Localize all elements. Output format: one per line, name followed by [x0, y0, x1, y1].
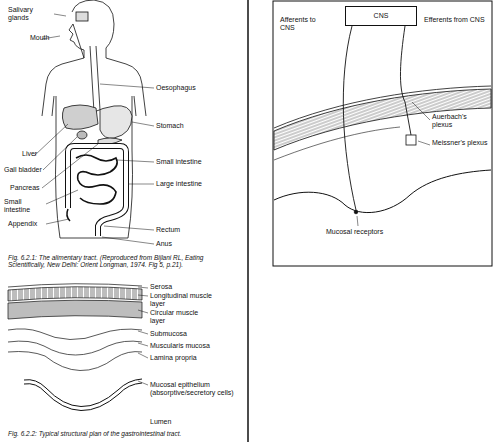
muscularis-line [8, 341, 142, 355]
leader-line [34, 14, 154, 244]
leader-line [138, 310, 148, 313]
leader-line [129, 184, 154, 185]
gall-bladder [77, 131, 87, 139]
meissner-plexus-box [406, 135, 416, 145]
receptor-dot [354, 210, 358, 214]
leader-line [418, 141, 430, 145]
leader-line [138, 353, 148, 358]
leader-line [357, 216, 358, 226]
small-intestine [76, 155, 117, 204]
leader-line [104, 226, 154, 230]
layer-label: Lumen [150, 418, 210, 426]
large-intestine [68, 146, 126, 236]
submucosa-line [274, 127, 400, 160]
organ-label: Oesophagus [156, 84, 216, 92]
muscle-band [274, 89, 491, 150]
leader-line [117, 160, 154, 162]
epithelium-line [24, 379, 142, 407]
layer-label: Submucosa [150, 330, 240, 338]
leader-line [138, 343, 148, 346]
innervation-figure [273, 1, 492, 266]
organ-label: Small intestine [4, 198, 48, 214]
leader-line [138, 287, 148, 385]
leader-line [102, 237, 154, 244]
submucosa-line [8, 329, 142, 340]
layer-label: Lamina propria [150, 354, 240, 362]
head-outline [69, 0, 114, 58]
organ-label: Large intestine [156, 180, 226, 188]
layer-label: Mucosal epithelium (absorptive/secretory… [150, 381, 242, 397]
leader-line [100, 84, 154, 88]
leader-line [34, 124, 68, 156]
leader-line [412, 102, 430, 120]
leader-line [138, 295, 148, 296]
organ-label: Salivary glands [8, 6, 54, 22]
salivary-gland [76, 12, 88, 21]
figure-caption: Fig. 6.2.1: The alimentary tract. (Repro… [8, 254, 242, 269]
leader-line [54, 14, 66, 16]
column-rule [247, 0, 249, 442]
layer-label: Muscularis mucosa [150, 342, 240, 350]
longitudinal-muscle [8, 287, 142, 301]
organ-label: Stomach [156, 122, 216, 130]
organ-label: Mouth [30, 34, 54, 42]
leader-line [138, 287, 148, 288]
leader-line [357, 102, 430, 226]
organ-label: Small intestine [156, 158, 226, 166]
pathway-label: Afferents to CNS [280, 16, 324, 32]
organ-label: Liver [22, 150, 50, 158]
leader-line [138, 331, 148, 334]
leader-line [43, 137, 77, 170]
large-intestine [68, 146, 126, 236]
circular-muscle [8, 300, 142, 319]
plexus-label: Meissner's plexus [432, 139, 488, 147]
alimentary-figure [34, 0, 154, 244]
torso-outline [42, 58, 146, 238]
plexus-label: Auerbach's plexus [432, 113, 488, 129]
figure-frame [273, 1, 492, 266]
box-label: CNS [374, 12, 389, 20]
efferent-fibre [400, 26, 411, 135]
leader-line [46, 219, 69, 224]
mucosa-line [274, 170, 491, 213]
lamina-line [8, 352, 142, 371]
layer-label: Longitudinal muscle layer [150, 292, 214, 308]
liver [62, 105, 98, 129]
pathway-label: Efferents from CNS [424, 16, 486, 24]
leader-line [138, 381, 148, 385]
organ-label: Rectum [156, 226, 206, 234]
wall-layers-figure [8, 284, 148, 411]
afferent-fibre [343, 26, 356, 210]
organ-label: Gall bladder [4, 166, 46, 174]
leader-line [42, 144, 98, 188]
process-box: CNS [345, 6, 417, 26]
organ-label: Anus [156, 240, 196, 248]
leader-line [132, 122, 154, 126]
layer-label: Serosa [150, 283, 240, 291]
oesophagus [90, 46, 100, 112]
layer-label: Circular muscle layer [150, 309, 214, 325]
stomach [94, 106, 132, 139]
figure-caption: Fig. 6.2.2: Typical structural plan of t… [8, 430, 244, 437]
leader-line [46, 190, 78, 204]
epithelium-line [24, 383, 142, 411]
receptor-label: Mucosal receptors [326, 228, 402, 236]
organ-label: Appendix [8, 220, 48, 228]
organ-label: Pancreas [10, 184, 46, 192]
